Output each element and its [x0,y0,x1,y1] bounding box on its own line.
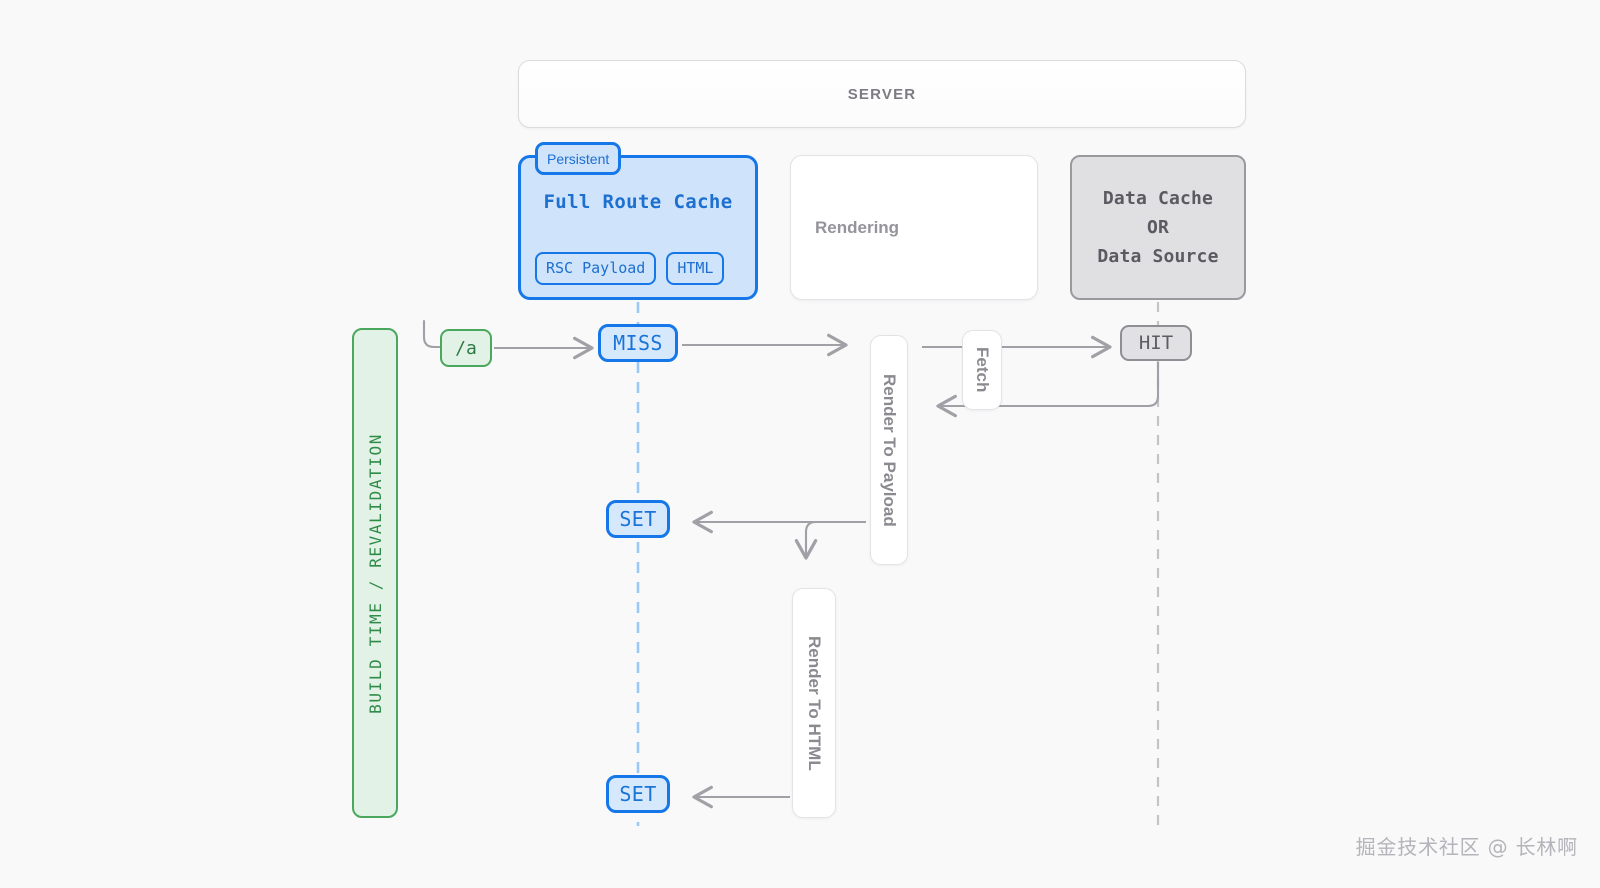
cache-miss-node: MISS [598,324,678,362]
data-cache-line-3: Data Source [1097,246,1219,267]
full-route-cache-title: Full Route Cache [543,191,733,213]
cache-set-html-node: SET [606,775,670,813]
build-time-revalidation-bar: BUILD TIME / REVALIDATION [352,328,398,818]
server-title: SERVER [847,85,917,103]
persistent-badge-label: Persistent [547,150,610,167]
chip-rsc-payload: RSC Payload [535,252,657,285]
data-cache-box: Data Cache OR Data Source [1070,155,1246,300]
data-cache-line-2: OR [1146,217,1170,238]
render-to-payload-box: Render To Payload [870,335,908,565]
route-node-a: /a [440,329,492,367]
render-to-html-box: Render To HTML [792,588,836,818]
persistent-badge: Persistent [535,142,622,175]
fetch-label: Fetch [973,347,992,393]
rendering-title: Rendering [815,217,900,237]
cache-miss-label: MISS [613,331,663,355]
data-cache-line-1: Data Cache [1102,188,1214,209]
watermark: 掘金技术社区 @ 长林啊 [1355,835,1578,859]
cache-hit-node: HIT [1120,325,1192,361]
cache-set-payload-label: SET [619,507,657,531]
server-container: SERVER [518,60,1246,128]
connector-buildtime-to-route [422,319,442,349]
full-route-cache-chips: RSC Payload HTML [535,252,741,285]
arrow-render-payload-to-render-html [794,520,818,560]
fetch-box: Fetch [962,330,1002,410]
chip-html: HTML [666,252,725,285]
route-node-a-label: /a [455,337,477,359]
rendering-box: Rendering [790,155,1038,300]
cache-set-html-label: SET [619,782,657,806]
full-route-cache-box: Persistent Full Route Cache RSC Payload … [518,142,758,300]
cache-hit-label: HIT [1138,332,1174,354]
build-time-revalidation-label: BUILD TIME / REVALIDATION [365,432,385,714]
cache-set-payload-node: SET [606,500,670,538]
render-to-payload-label: Render To Payload [880,373,899,527]
render-to-html-label: Render To HTML [805,635,824,771]
